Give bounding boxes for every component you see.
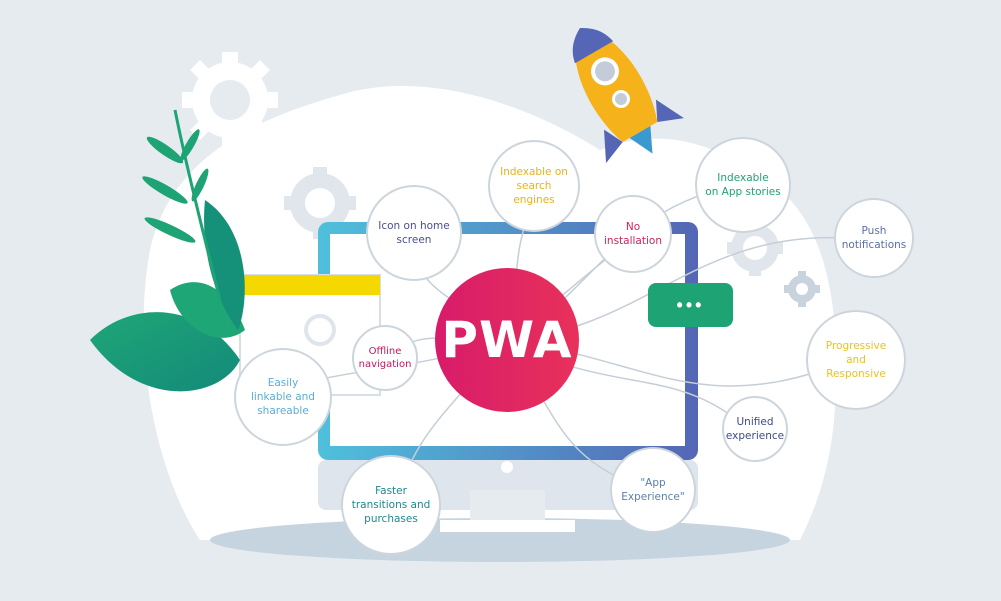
feature-label: Easily linkable and shareable [251,376,315,418]
feature-faster-transitions[interactable]: Faster transitions and purchases [341,455,441,555]
pwa-label: PWA [441,311,573,369]
feature-label: Offline navigation [358,345,412,371]
feature-unified-experience[interactable]: Unified experience [722,396,788,462]
feature-icon-on-home-screen[interactable]: Icon on home screen [366,185,462,281]
pwa-center-circle[interactable]: PWA [435,268,579,412]
feature-label: Progressive and Responsive [825,339,887,381]
feature-easily-linkable[interactable]: Easily linkable and shareable [234,348,332,446]
feature-label: Indexable on App stories [705,171,781,198]
feature-app-experience[interactable]: "App Experience" [610,447,696,533]
feature-label: Faster transitions and purchases [351,484,431,526]
rocket-icon [572,28,684,164]
feature-label: Indexable on search engines [500,165,568,207]
feature-label: No installation [604,220,662,247]
chat-bubble: ••• [648,283,733,327]
gear-icon [182,52,278,148]
feature-indexable-search-engines[interactable]: Indexable on search engines [488,140,580,232]
feature-indexable-app-stores[interactable]: Indexable on App stories [695,137,791,233]
feature-label: "App Experience" [621,476,685,503]
feature-label: Unified experience [725,415,785,442]
feature-progressive-responsive[interactable]: Progressive and Responsive [806,310,906,410]
feature-offline-navigation[interactable]: Offline navigation [352,325,418,391]
feature-label: Push notifications [841,224,907,251]
gear-icon [784,271,820,307]
feature-label: Icon on home screen [378,219,450,246]
chat-dots: ••• [676,294,705,315]
feature-push-notifications[interactable]: Push notifications [834,198,914,278]
plant-leaves [90,109,245,392]
feature-no-installation[interactable]: No installation [594,195,672,273]
